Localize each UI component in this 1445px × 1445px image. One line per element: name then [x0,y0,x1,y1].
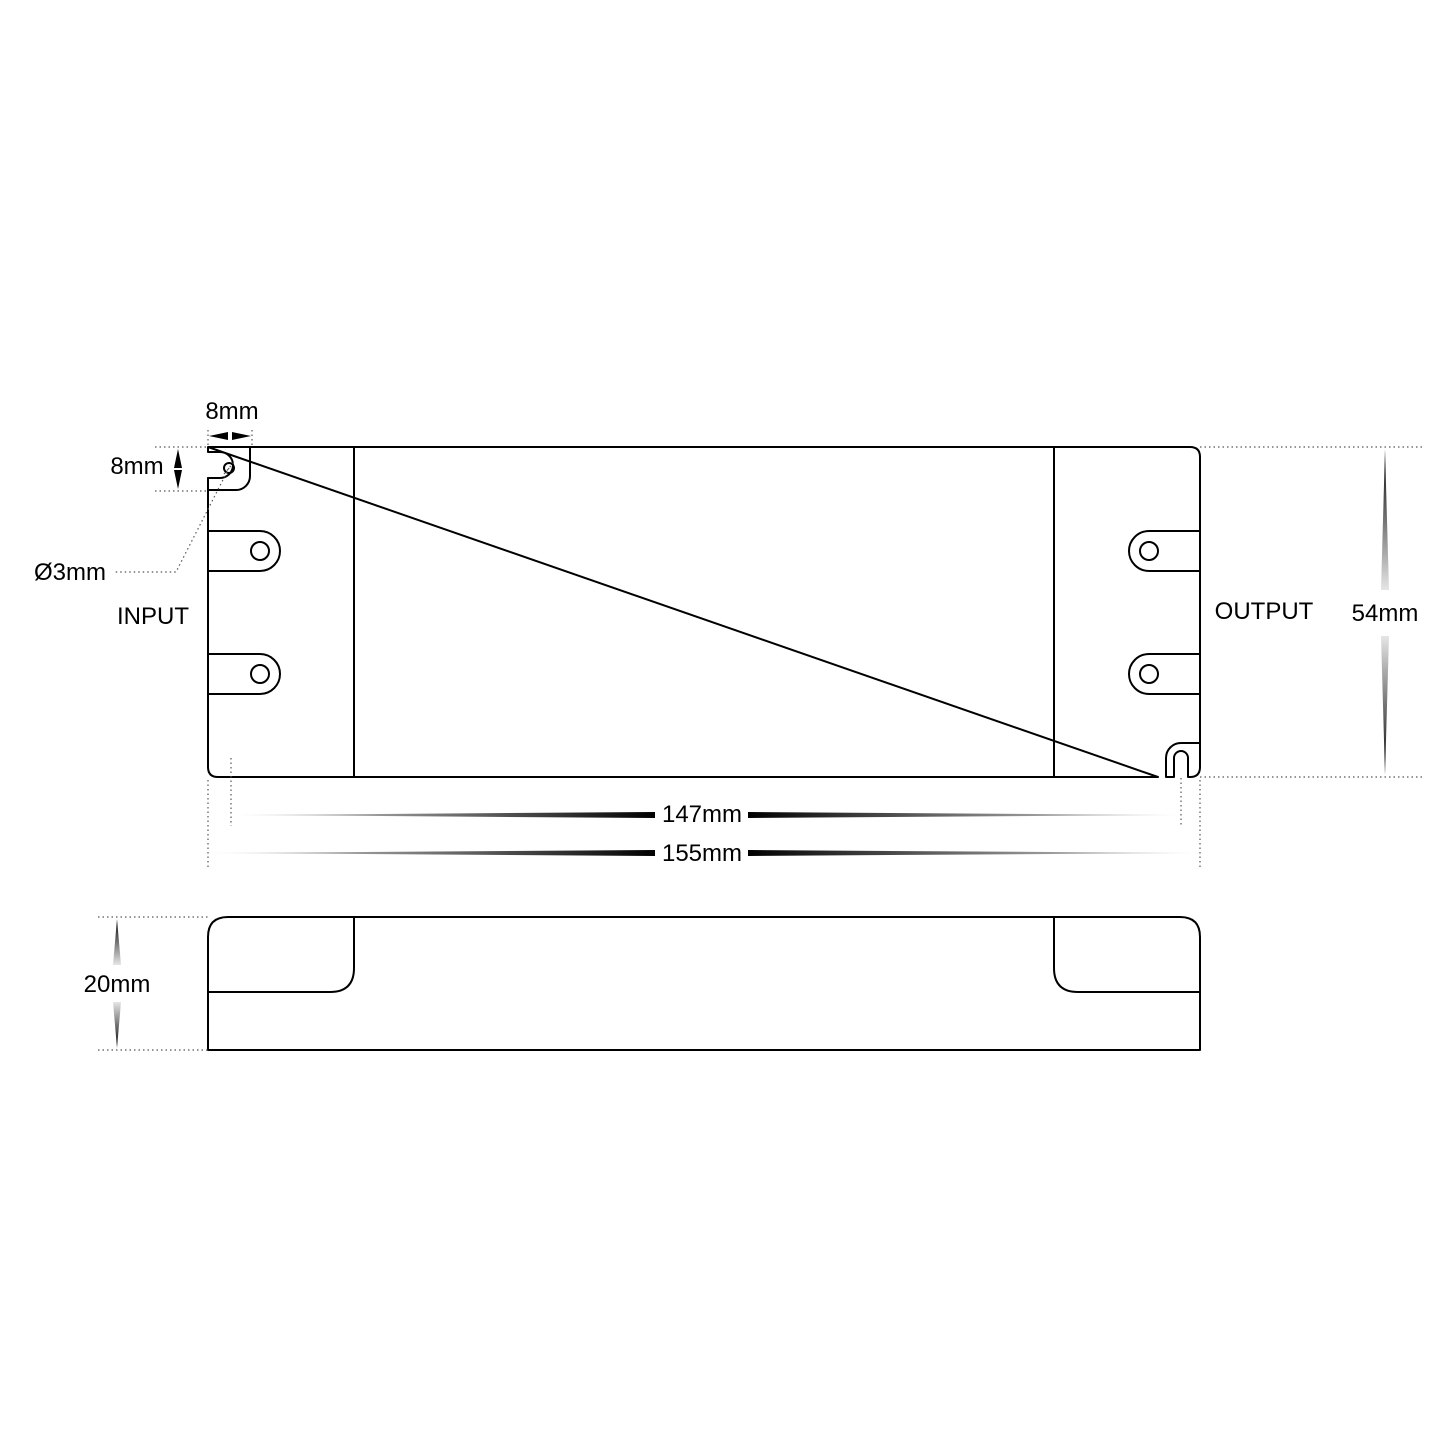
hole-spacing-arrow-right [748,812,1179,818]
mounting-hole [223,462,235,474]
output-terminal-1 [1128,530,1201,572]
input-terminal-2 [207,653,281,695]
input-end-cap-profile [207,916,355,993]
depth-arrow-bottom [113,1002,121,1048]
top-left-mounting-tab [207,446,251,491]
length-arrow-right [748,850,1198,856]
tab-height-arrow [174,449,182,489]
dimension-annotations: 8mm 8mm Ø3mm INPUT OUTPUT 54mm 147mm 155… [34,398,1425,870]
input-terminal-1 [207,530,281,572]
output-label: OUTPUT [1215,598,1314,625]
input-label: INPUT [117,603,189,630]
output-terminal-2 [1128,653,1201,695]
tab-height-label: 8mm [110,453,163,480]
side-view-outline [207,916,1201,1051]
hole-diameter-label: Ø3mm [34,559,106,586]
output-end-cap-profile [1053,916,1201,993]
depth-arrow-top [113,919,121,965]
hole-spacing-arrow-left [233,812,655,818]
height-arrow-bottom [1381,636,1389,775]
length-label: 155mm [662,840,742,867]
depth-label: 20mm [84,971,151,998]
top-view-outline [207,446,1201,778]
hole-spacing-label: 147mm [662,801,742,828]
side-view: 20mm [84,916,1201,1051]
length-arrow-left [210,850,655,856]
tab-width-arrow [209,432,251,440]
top-view [207,446,1201,778]
height-label: 54mm [1352,600,1419,627]
height-arrow-top [1381,449,1389,590]
tab-width-label: 8mm [205,398,258,425]
